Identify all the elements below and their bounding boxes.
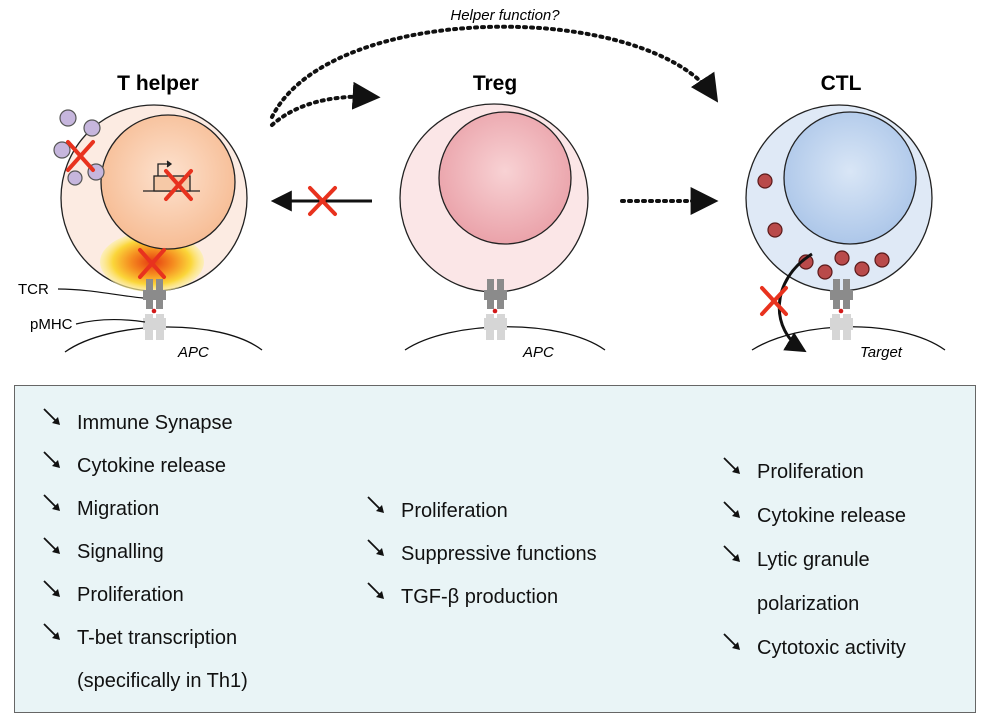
tcr-pmhc-complex-th bbox=[143, 279, 166, 340]
list-item: Migration bbox=[41, 494, 248, 520]
x-mark-synapse bbox=[138, 248, 166, 279]
tcr-pmhc-complex-ctl bbox=[830, 279, 853, 340]
ctl-cell: CTL Target bbox=[745, 72, 946, 361]
x-mark-suppression bbox=[308, 186, 337, 216]
x-mark-transcription bbox=[164, 169, 193, 201]
decrease-arrow-icon bbox=[723, 633, 740, 650]
t-helper-effects-list: Immune Synapse Cytokine release Migratio… bbox=[41, 408, 248, 692]
tcr-pmhc-complex-treg bbox=[484, 279, 507, 340]
list-item: Cytokine release bbox=[41, 451, 248, 477]
x-mark-cytotoxicity bbox=[760, 286, 788, 316]
decrease-arrow-icon bbox=[367, 582, 384, 599]
ctl-nucleus bbox=[783, 111, 917, 245]
list-item-continuation: (specifically in Th1) bbox=[77, 670, 248, 692]
decrease-arrow-icon bbox=[43, 580, 60, 597]
list-item: Cytotoxic activity bbox=[721, 633, 906, 659]
tcr-pointer-line bbox=[57, 288, 144, 299]
th-to-treg-dotted-arrow bbox=[270, 81, 381, 127]
t-helper-cell: T helper APC TC bbox=[18, 72, 263, 361]
cell-diagram: Helper function? T helper APC bbox=[18, 7, 946, 361]
list-item: T-bet transcription bbox=[41, 623, 248, 649]
pmhc-pointer-line bbox=[75, 319, 146, 325]
effects-panel: Immune Synapse Cytokine release Migratio… bbox=[14, 385, 976, 713]
decrease-arrow-icon bbox=[43, 623, 60, 640]
decrease-arrow-icon bbox=[723, 457, 740, 474]
decrease-arrow-icon bbox=[367, 539, 384, 556]
lytic-granules bbox=[757, 173, 890, 280]
decrease-arrow-icon bbox=[367, 496, 384, 513]
ctl-title: CTL bbox=[821, 72, 862, 95]
apc-label-th: APC bbox=[177, 344, 209, 361]
decrease-arrow-icon bbox=[43, 451, 60, 468]
list-item: Suppressive functions bbox=[365, 539, 597, 565]
pmhc-label: pMHC bbox=[30, 316, 73, 333]
list-item: Immune Synapse bbox=[41, 408, 248, 434]
list-item: Cytokine release bbox=[721, 501, 906, 527]
list-item: Proliferation bbox=[721, 457, 906, 483]
treg-title: Treg bbox=[473, 72, 517, 95]
decrease-arrow-icon bbox=[723, 501, 740, 518]
ctl-effects-list: Proliferation Cytokine release Lytic gra… bbox=[721, 457, 906, 659]
target-label: Target bbox=[860, 344, 903, 361]
list-item: Lytic granule bbox=[721, 545, 906, 571]
decrease-arrow-icon bbox=[723, 545, 740, 562]
decrease-arrow-icon bbox=[43, 494, 60, 511]
list-item: Proliferation bbox=[365, 496, 597, 522]
helper-function-arrow bbox=[270, 24, 719, 119]
list-item: Proliferation bbox=[41, 580, 248, 606]
helper-function-label: Helper function? bbox=[450, 7, 560, 24]
tcr-label: TCR bbox=[18, 281, 49, 298]
t-helper-title: T helper bbox=[117, 72, 199, 95]
decrease-arrow-icon bbox=[43, 408, 60, 425]
treg-cell: Treg APC bbox=[399, 72, 606, 361]
apc-label-treg: APC bbox=[522, 344, 554, 361]
treg-nucleus bbox=[438, 111, 572, 245]
decrease-arrow-icon bbox=[43, 537, 60, 554]
treg-effects-list: Proliferation Suppressive functions TGF-… bbox=[365, 496, 597, 629]
list-item: Signalling bbox=[41, 537, 248, 563]
list-item-continuation: polarization bbox=[757, 593, 860, 615]
list-item: TGF-β production bbox=[365, 582, 597, 608]
x-mark-cytokines bbox=[66, 140, 95, 172]
